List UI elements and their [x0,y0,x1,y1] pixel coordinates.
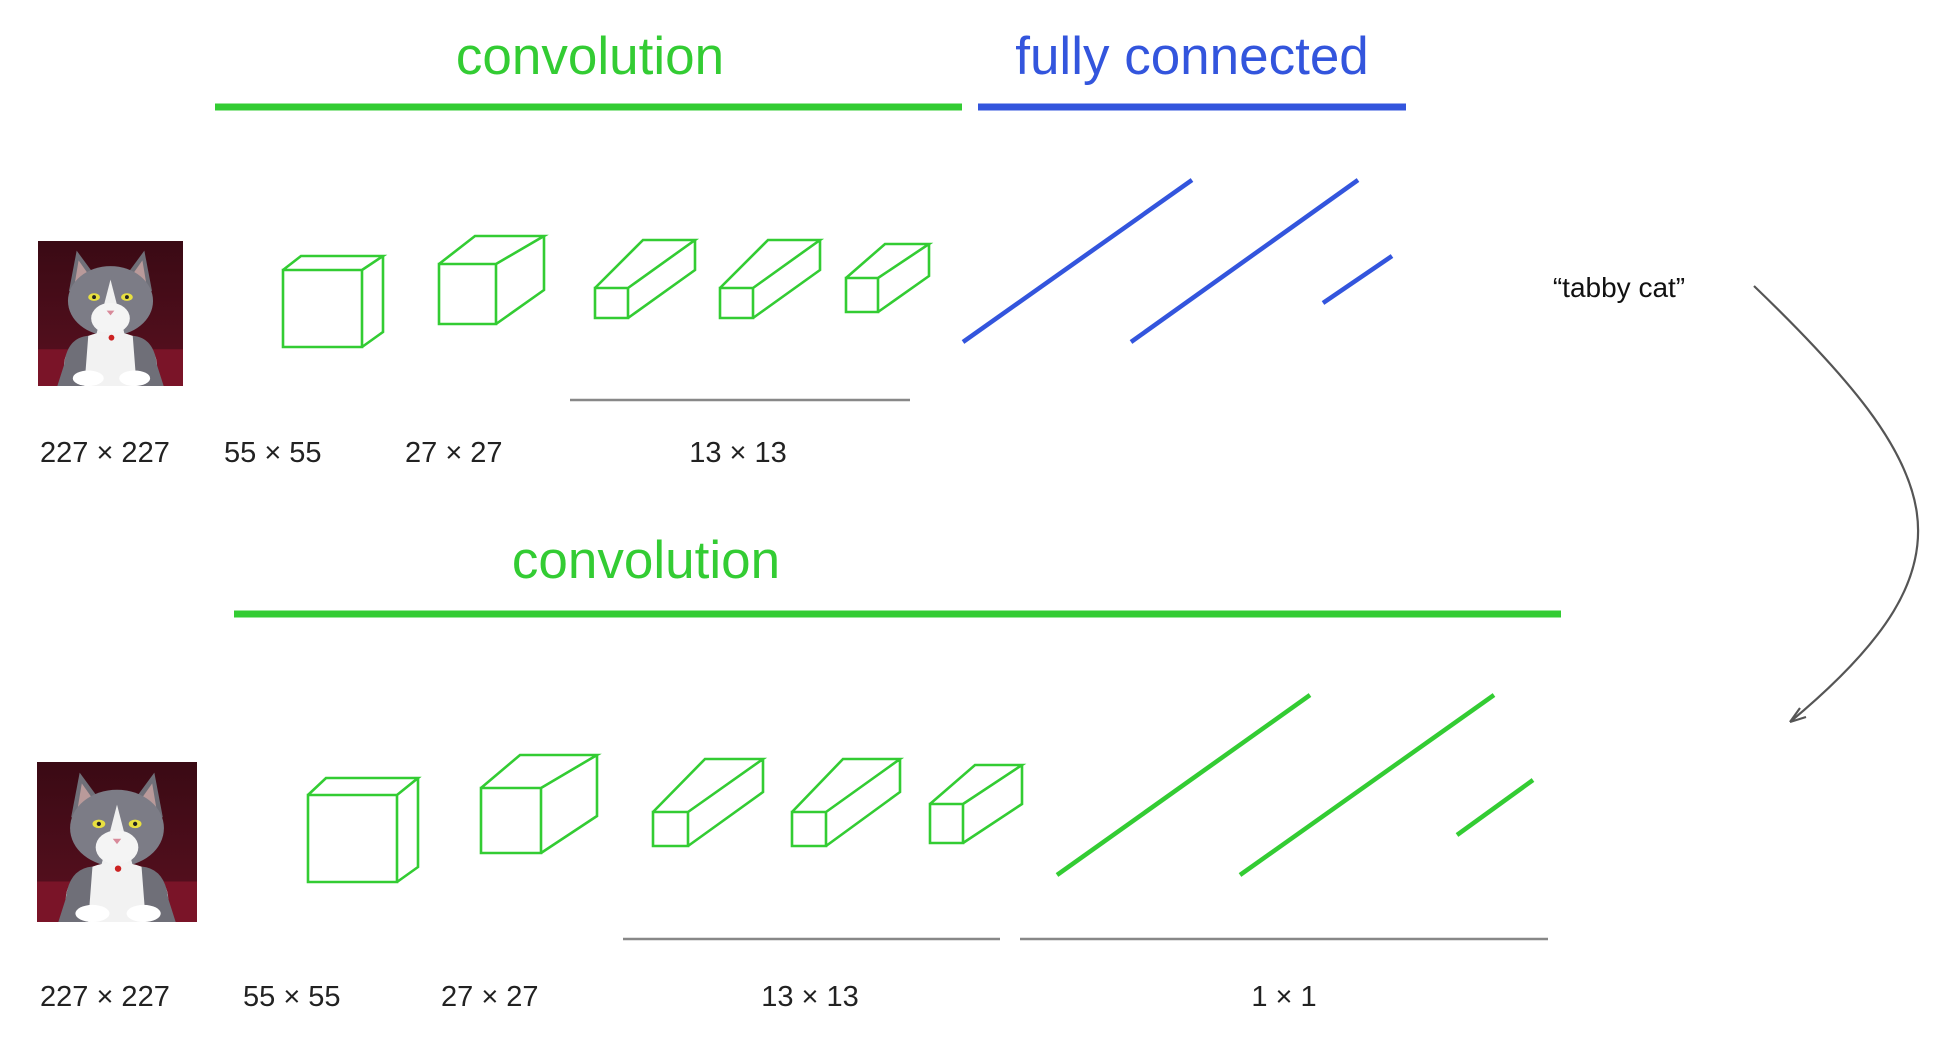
curved-arrow-icon [1753,285,1920,724]
bottom-conv2-dim-label: 27 × 27 [441,981,539,1013]
bottom-conv3-cuboid-icon [651,757,768,848]
top-conv2-cuboid-icon [437,234,549,326]
bottom-fc6-line [1055,693,1312,877]
top-input-image [38,241,183,386]
top-conv5-cuboid-icon [844,242,934,314]
top-fc7-line [1129,178,1360,344]
top-fc6-line [961,178,1194,344]
top-conv2-dim-label: 27 × 27 [405,437,503,469]
bottom-conv345-dim-label: 13 × 13 [761,981,859,1013]
top-fc8-line [1321,254,1394,305]
bottom-conv4-cuboid-icon [790,757,905,848]
bottom-input-image [37,762,197,922]
bottom-conv2-cuboid-icon [479,753,602,855]
bottom-network: convolution 227 × 227 55 × 55 27 × 27 13… [37,531,1561,1013]
top-conv1-dim-label: 55 × 55 [224,437,322,469]
top-input-dim-label: 227 × 227 [40,437,170,469]
bottom-conv5-cuboid-icon [928,763,1027,845]
bottom-fc7-line [1238,693,1496,877]
top-convolution-title: convolution [456,27,724,86]
bottom-conv1-cuboid-icon [306,776,422,884]
top-network: convolution fully connected 227 × 227 55… [38,27,1406,469]
top-conv3-cuboid-icon [593,238,700,320]
top-conv1-cuboid-icon [281,254,388,349]
bottom-conv1-dim-label: 55 × 55 [243,981,341,1013]
top-fully-connected-title: fully connected [1015,27,1369,86]
output-class-label: “tabby cat” [1553,272,1685,303]
top-conv345-dim-label: 13 × 13 [689,437,787,469]
bottom-fc8-line [1455,778,1535,837]
top-conv4-cuboid-icon [718,238,825,320]
bottom-input-dim-label: 227 × 227 [40,981,170,1013]
bottom-fc-dim-label: 1 × 1 [1251,981,1316,1013]
bottom-convolution-title: convolution [512,531,780,590]
